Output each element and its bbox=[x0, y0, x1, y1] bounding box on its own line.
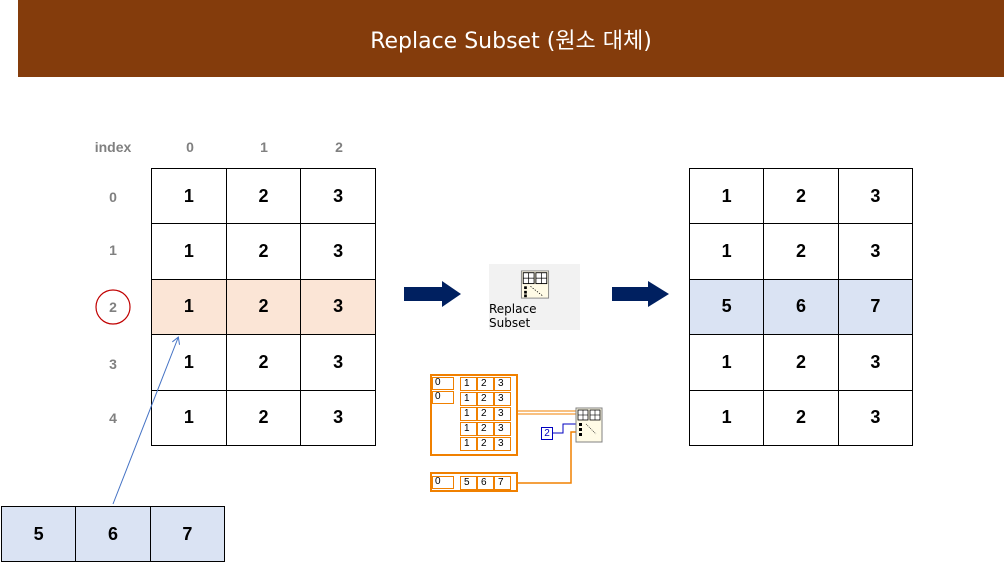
table-cell: 6 bbox=[763, 278, 839, 336]
array-wire bbox=[517, 410, 577, 415]
node-label: Replace Subset bbox=[489, 302, 537, 330]
subset-element: 7 bbox=[494, 476, 511, 490]
subset-element: 5 bbox=[460, 476, 477, 490]
row-label: 0 bbox=[109, 189, 117, 205]
row-highlight-circle bbox=[95, 289, 131, 325]
array-element: 2 bbox=[477, 437, 494, 451]
table-cell: 1 bbox=[151, 223, 227, 280]
row-label: 1 bbox=[109, 242, 117, 258]
table-cell: 1 bbox=[688, 334, 765, 391]
array-element: 3 bbox=[494, 437, 511, 451]
array-element: 1 bbox=[460, 377, 477, 391]
right-arrow-icon bbox=[612, 281, 669, 307]
replace-subset-icon bbox=[520, 270, 549, 299]
table-cell: 1 bbox=[151, 278, 227, 336]
table-cell: 2 bbox=[225, 334, 302, 391]
page-title: Replace Subset (원소 대체) bbox=[370, 28, 652, 54]
array-element: 2 bbox=[477, 422, 494, 436]
table-cell: 3 bbox=[300, 278, 376, 336]
table-cell: 7 bbox=[149, 506, 226, 562]
table-cell: 3 bbox=[300, 167, 376, 225]
index-constant[interactable]: 2 bbox=[541, 427, 553, 440]
subset-wire bbox=[516, 431, 577, 484]
array-element: 3 bbox=[494, 407, 511, 421]
column-label: 1 bbox=[260, 139, 268, 155]
table-cell: 5 bbox=[688, 278, 765, 336]
array-element: 3 bbox=[494, 422, 511, 436]
index-header: index bbox=[94, 139, 132, 155]
array-element: 3 bbox=[494, 377, 511, 391]
column-label: 0 bbox=[186, 139, 194, 155]
array-element: 2 bbox=[477, 377, 494, 391]
table-cell: 7 bbox=[837, 278, 914, 336]
replace-subset-node-icon bbox=[575, 407, 603, 443]
title-banner: Replace Subset (원소 대체) bbox=[18, 0, 1004, 77]
table-cell: 1 bbox=[688, 223, 765, 280]
row-label: 3 bbox=[109, 356, 117, 372]
replacement-array-table: 5 6 7 bbox=[0, 506, 226, 562]
array-element: 3 bbox=[494, 392, 511, 406]
table-cell: 3 bbox=[300, 334, 376, 391]
table-row: 5 6 7 bbox=[0, 506, 226, 562]
table-cell: 2 bbox=[763, 389, 839, 447]
table-cell: 2 bbox=[763, 334, 839, 391]
right-arrow-icon bbox=[404, 281, 461, 307]
table-cell: 6 bbox=[75, 506, 151, 562]
table-cell: 2 bbox=[225, 389, 302, 447]
array-index-display[interactable]: 0 bbox=[432, 391, 454, 404]
table-cell: 3 bbox=[837, 389, 914, 447]
table-cell: 2 bbox=[225, 278, 302, 336]
table-cell: 5 bbox=[0, 506, 77, 562]
table-cell: 2 bbox=[225, 167, 302, 225]
subset-index-display[interactable]: 0 bbox=[432, 476, 454, 489]
table-cell: 1 bbox=[151, 389, 227, 447]
subset-element: 6 bbox=[477, 476, 494, 490]
row-label: 4 bbox=[109, 410, 117, 426]
table-cell: 1 bbox=[688, 167, 765, 225]
index-wire bbox=[553, 423, 577, 434]
array-element: 1 bbox=[460, 422, 477, 436]
table-cell: 3 bbox=[837, 223, 914, 280]
table-cell: 2 bbox=[225, 223, 302, 280]
column-label: 2 bbox=[335, 139, 343, 155]
insert-pointer-line bbox=[112, 338, 178, 505]
array-element: 2 bbox=[477, 392, 494, 406]
table-cell: 2 bbox=[763, 167, 839, 225]
table-cell: 1 bbox=[151, 334, 227, 391]
replace-subset-node[interactable]: Replace Subset bbox=[489, 264, 580, 330]
array-element: 2 bbox=[477, 407, 494, 421]
row-label: 2 bbox=[109, 299, 117, 315]
table-cell: 3 bbox=[300, 389, 376, 447]
array-index-display[interactable]: 0 bbox=[432, 377, 454, 390]
array-element: 1 bbox=[460, 392, 477, 406]
array-element: 1 bbox=[460, 407, 477, 421]
array-element: 1 bbox=[460, 437, 477, 451]
table-cell: 3 bbox=[300, 223, 376, 280]
table-cell: 3 bbox=[837, 334, 914, 391]
